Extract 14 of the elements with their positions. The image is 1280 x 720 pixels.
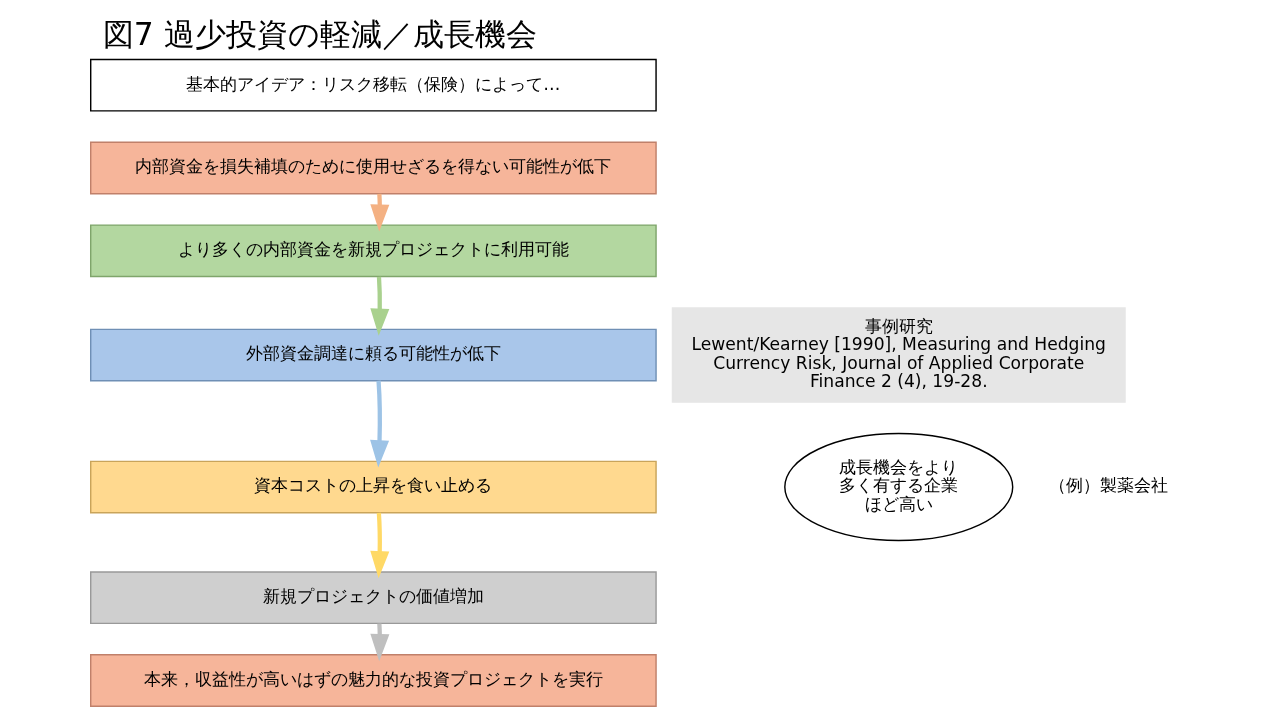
node-box: 事例研究 Lewent/Kearney [1990], Measuring and Hedging Currency Risk, Journal of Applied Corporate Finance 2 (4), 19-28. — [671, 307, 1126, 403]
node-box: より多くの内部資金を新規プロジェクトに利用可能 — [90, 224, 657, 278]
node-label: （例）製薬会社 — [1049, 475, 1169, 496]
arrow — [370, 512, 390, 579]
arrow — [370, 276, 390, 336]
node-box: 外部資金調達に頼る可能性が低下 — [90, 328, 657, 382]
node-box: 内部資金を損失補填のために使用せざるを得ない可能性が低下 — [90, 141, 657, 195]
node-box: 本来，収益性が高いはずの魅力的な投資プロジェクトを実行 — [90, 654, 657, 707]
arrow — [370, 380, 390, 468]
node-box: 新規プロジェクトの価値増加 — [90, 571, 657, 625]
diagram-title: 図7 過少投資の軽減／成長機会 — [102, 15, 537, 52]
node-ellipse: 成長機会をより多く有する企業ほど高い — [784, 432, 1014, 542]
node-box: 基本的アイデア：リスク移転（保険）によって… — [90, 58, 657, 112]
node-box: 資本コストの上昇を食い止める — [90, 460, 657, 514]
